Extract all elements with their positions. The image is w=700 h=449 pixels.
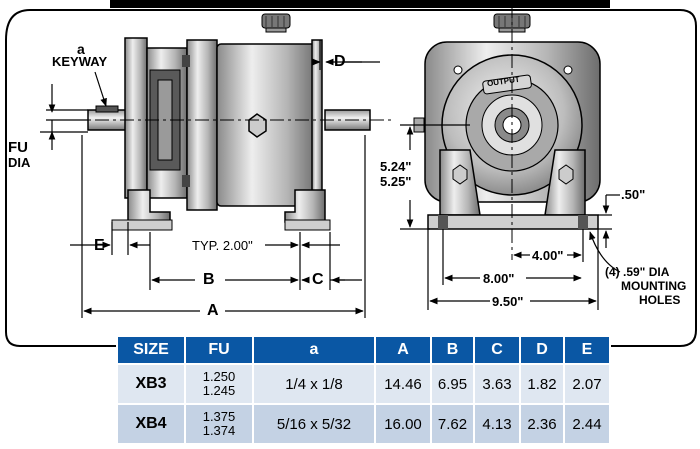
table-row: XB4 1.375 1.374 5/16 x 5/32 16.00 7.62 4… — [116, 403, 611, 445]
keyway-a-label: a — [77, 41, 85, 57]
frame — [5, 9, 697, 347]
end-dimensions — [400, 124, 621, 310]
cell-size: XB3 — [116, 363, 186, 405]
header-D: D — [519, 335, 565, 365]
side-dimensions — [40, 40, 380, 318]
header-a: a — [252, 335, 376, 365]
cell-fu: 1.250 1.245 — [184, 363, 254, 405]
cell-A: 14.46 — [374, 363, 432, 405]
cell-D: 1.82 — [519, 363, 565, 405]
end-view — [413, 4, 601, 260]
holes-label-2: MOUNTING — [621, 279, 687, 293]
a-label: A — [207, 302, 219, 319]
cell-B: 7.62 — [430, 403, 475, 445]
cell-fu-min: 1.245 — [202, 383, 236, 398]
cell-fu: 1.375 1.374 — [184, 403, 254, 445]
cell-E: 2.44 — [563, 403, 611, 445]
header-B: B — [430, 335, 475, 365]
side-view — [70, 13, 395, 231]
dim-050-label: .50" — [621, 187, 646, 202]
cell-fu-max: 1.250 — [202, 369, 236, 384]
dim-950-label: 9.50" — [492, 294, 524, 309]
holes-label-3: HOLES — [639, 293, 681, 307]
dia-label: DIA — [8, 155, 31, 170]
cell-fu-min: 1.374 — [202, 423, 236, 438]
spec-table: SIZE FU a A B C D E XB3 1.250 1.245 1/4 … — [116, 335, 611, 445]
holes-label-1: (4) .59" DIA — [605, 265, 670, 279]
cell-A: 16.00 — [374, 403, 432, 445]
top-bar — [110, 0, 610, 8]
keyway-label: KEYWAY — [52, 54, 108, 69]
fu-label: FU — [8, 139, 28, 156]
header-A: A — [374, 335, 432, 365]
cell-E: 2.07 — [563, 363, 611, 405]
cell-fu-max: 1.375 — [202, 409, 236, 424]
header-C: C — [473, 335, 521, 365]
height-label-2: 5.25" — [380, 174, 412, 189]
typ-label: TYP. 2.00" — [192, 238, 253, 253]
b-label: B — [203, 271, 215, 288]
d-label: D — [334, 53, 346, 70]
table-row: XB3 1.250 1.245 1/4 x 1/8 14.46 6.95 3.6… — [116, 363, 611, 405]
height-label-1: 5.24" — [380, 159, 412, 174]
cell-C: 3.63 — [473, 363, 521, 405]
cell-keyway: 1/4 x 1/8 — [252, 363, 376, 405]
c-label: C — [312, 271, 324, 288]
cell-B: 6.95 — [430, 363, 475, 405]
e-label: E — [94, 237, 105, 254]
cell-C: 4.13 — [473, 403, 521, 445]
dim-800-label: 8.00" — [483, 271, 515, 286]
cell-D: 2.36 — [519, 403, 565, 445]
dim-400-label: 4.00" — [532, 248, 564, 263]
table-header-row: SIZE FU a A B C D E — [116, 335, 611, 365]
header-E: E — [563, 335, 611, 365]
header-fu: FU — [184, 335, 254, 365]
header-size: SIZE — [116, 335, 186, 365]
cell-keyway: 5/16 x 5/32 — [252, 403, 376, 445]
cell-size: XB4 — [116, 403, 186, 445]
